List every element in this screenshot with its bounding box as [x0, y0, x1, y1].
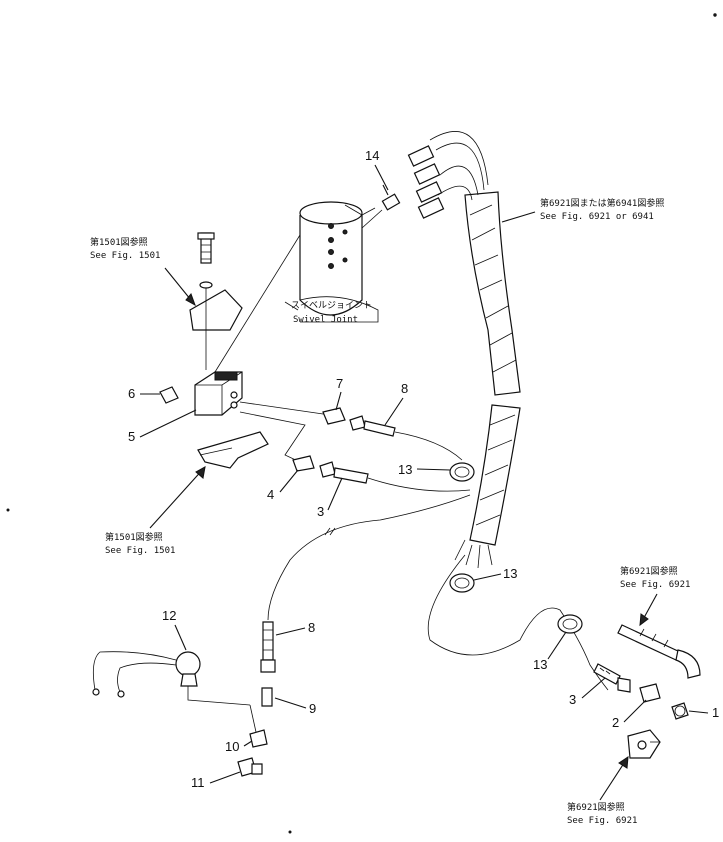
tube-right-ref-en: See Fig. 6921 — [620, 580, 690, 590]
clamp-ref-jp: 第6921図参照 — [567, 801, 625, 813]
bracket-top-arrow — [185, 293, 196, 307]
leader-8a — [384, 397, 404, 426]
fitting-2 — [639, 683, 661, 703]
leader-7 — [335, 391, 342, 411]
hose-ref-leader — [501, 211, 536, 223]
label-14: 14 — [365, 148, 379, 163]
label-11: 11 — [191, 775, 205, 790]
elbow-6 — [159, 386, 179, 404]
hose-3-upper — [319, 461, 471, 492]
swivel-joint — [299, 201, 383, 323]
hose-ref-jp: 第6921図または第6941図参照 — [540, 197, 664, 209]
bracket-bottom-ref-jp: 第1501図参照 — [105, 531, 163, 543]
label-3b: 3 — [569, 692, 576, 707]
valve-block-5 — [194, 234, 301, 416]
pilot-hose-loop — [427, 554, 609, 691]
label-10: 10 — [225, 739, 239, 754]
fitting-9 — [261, 687, 273, 707]
label-9: 9 — [309, 701, 316, 716]
clamp-13-middle — [449, 573, 475, 593]
tube-right-arrow — [639, 613, 649, 627]
leader-10 — [243, 740, 253, 747]
leader-3b — [581, 677, 606, 699]
bracket-top — [189, 232, 243, 370]
label-12: 12 — [162, 608, 176, 623]
bracket-bottom-arrow — [195, 466, 206, 479]
label-8a: 8 — [401, 381, 408, 396]
tee-11 — [237, 757, 263, 777]
hose-bundle-lower — [454, 404, 521, 569]
leader-2 — [623, 699, 647, 723]
label-3a: 3 — [317, 504, 324, 519]
label-13b: 13 — [503, 566, 517, 581]
tube-right — [617, 624, 701, 679]
clamp-13-lower — [557, 614, 583, 634]
fitting-7 — [322, 407, 346, 425]
clamp-ref-en: See Fig. 6921 — [567, 816, 637, 826]
swivel-label-en: Swivel Joint — [293, 315, 358, 325]
scan-dot — [713, 13, 717, 17]
bracket-top-ref-en: See Fig. 1501 — [90, 251, 160, 261]
leader-13b — [473, 573, 502, 581]
label-5: 5 — [128, 429, 135, 444]
label-13c: 13 — [533, 657, 547, 672]
hose-break-mark — [324, 527, 336, 536]
tube-lower — [239, 411, 306, 463]
leader-1 — [688, 710, 709, 714]
label-4: 4 — [267, 487, 274, 502]
label-1: 1 — [712, 705, 719, 720]
swivel-label-jp: スイベルジョイント — [291, 301, 372, 311]
pilot-hose-long — [267, 494, 471, 621]
label-2: 2 — [612, 715, 619, 730]
fitting-10 — [249, 704, 268, 748]
tube-right-ref-jp: 第6921図参照 — [620, 565, 678, 577]
bracket-bottom-ref-en: See Fig. 1501 — [105, 546, 175, 556]
scan-dot — [288, 830, 292, 834]
label-6: 6 — [128, 386, 135, 401]
hose-3-right — [593, 663, 631, 693]
leader-4 — [279, 469, 299, 493]
leader-9 — [274, 697, 307, 709]
leader-8b — [275, 627, 306, 636]
bracket-top-ref-jp: 第1501図参照 — [90, 236, 148, 248]
leader-12 — [174, 624, 187, 651]
fitting-14 — [381, 184, 401, 211]
label-7: 7 — [336, 376, 343, 391]
swivel-leader — [284, 301, 299, 311]
hose-8-upper — [349, 415, 463, 461]
tube-upper — [239, 401, 331, 416]
hose-bundle-upper — [407, 131, 521, 396]
clamp-bracket — [627, 729, 661, 759]
bracket-bottom-leader — [149, 466, 206, 529]
pressure-switch-12 — [92, 651, 251, 706]
leader-14 — [374, 164, 389, 191]
leader-13a — [416, 468, 451, 471]
scan-dot — [6, 508, 10, 512]
fitting-4 — [292, 455, 315, 472]
leader-5 — [139, 409, 197, 438]
clamp-13-upper — [449, 462, 475, 482]
elbow-1 — [671, 702, 689, 720]
bracket-bottom — [197, 431, 269, 469]
hose-ref-en: See Fig. 6921 or 6941 — [540, 212, 654, 222]
hose-8-lower — [260, 621, 276, 673]
clamp-arrow — [618, 756, 629, 769]
leader-3a — [327, 477, 343, 511]
label-8b: 8 — [308, 620, 315, 635]
label-13a: 13 — [398, 462, 412, 477]
leader-13c — [547, 631, 567, 660]
leader-11 — [209, 771, 241, 784]
